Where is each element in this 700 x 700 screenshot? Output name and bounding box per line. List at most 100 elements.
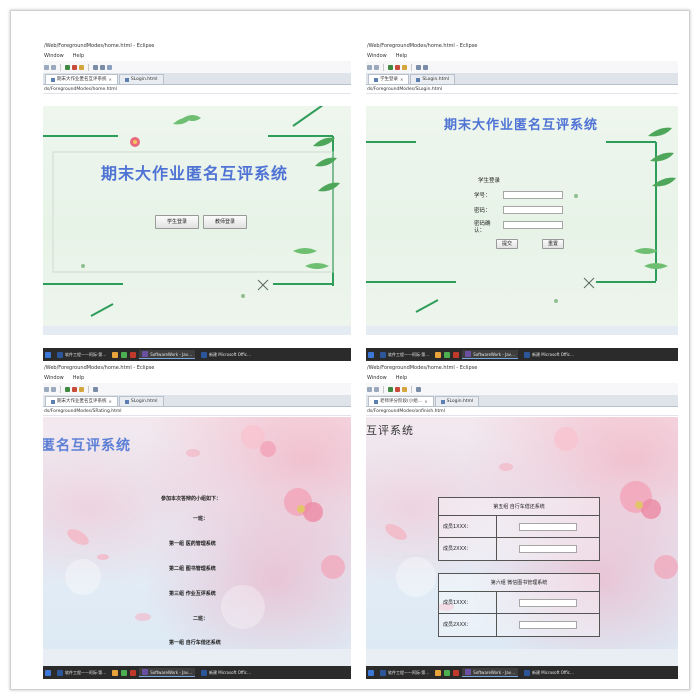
tab-label: 期末大作业匿名互评系统: [57, 76, 107, 82]
tab-teacher-scoring[interactable]: 老师评分阶段(小组…✕: [368, 396, 434, 406]
menu-window[interactable]: Window: [367, 375, 387, 381]
taskbar-item-eclipse[interactable]: SoftwareWork - Jav…: [462, 350, 519, 359]
score-input[interactable]: [519, 545, 577, 553]
close-icon[interactable]: ✕: [424, 398, 428, 404]
password-input[interactable]: [503, 206, 563, 214]
taskbar-item-word[interactable]: 软件工程——阿际·第…: [54, 350, 109, 359]
group-item[interactable]: 第三组 作业互评系统: [169, 591, 216, 597]
search-icon[interactable]: [93, 386, 98, 392]
windows-start-icon[interactable]: [368, 351, 374, 358]
taskbar-item-eclipse[interactable]: SoftwareWork - Jav…: [139, 350, 196, 359]
page-icon: [440, 399, 445, 404]
debug-icon[interactable]: [395, 64, 400, 70]
close-icon[interactable]: ✕: [400, 76, 404, 82]
run-icon[interactable]: [65, 64, 70, 70]
taskbar-item-office[interactable]: 新建 Microsoft Offic…: [521, 350, 577, 359]
debug-icon[interactable]: [72, 386, 77, 392]
group-item[interactable]: 第一组 医药管理系统: [169, 541, 216, 547]
folder-icon[interactable]: [79, 386, 84, 392]
tab-slogin[interactable]: SLogin.html: [118, 396, 164, 406]
close-icon[interactable]: ✕: [108, 398, 112, 404]
menu-help[interactable]: Help: [72, 53, 85, 59]
back-icon[interactable]: [44, 64, 49, 70]
window-title: /Web/ForegroundModes/home.html - Eclipse: [44, 365, 155, 371]
run-icon[interactable]: [388, 386, 393, 392]
search-icon[interactable]: [416, 64, 421, 70]
explorer-icon[interactable]: [112, 351, 119, 358]
taskbar-item-office[interactable]: 新建 Microsoft Offic…: [198, 668, 254, 677]
explorer-icon[interactable]: [435, 669, 442, 676]
search-icon[interactable]: [416, 386, 421, 392]
tab-slogin[interactable]: SLogin.html: [118, 74, 164, 84]
menu-help[interactable]: Help: [395, 375, 408, 381]
chrome-icon[interactable]: [444, 351, 451, 358]
forward-icon[interactable]: [51, 386, 56, 392]
teacher-login-button[interactable]: 教师登录: [203, 215, 247, 229]
back-icon[interactable]: [367, 64, 372, 70]
group-item[interactable]: 第二组 图书管理系统: [169, 566, 216, 572]
taskbar-item-word[interactable]: 软件工程——阿际·第…: [54, 668, 109, 677]
address-bar[interactable]: ds/ForegroundModes/onfinish.html: [366, 407, 678, 416]
reset-button[interactable]: 重置: [542, 239, 564, 249]
forward-icon[interactable]: [51, 64, 56, 70]
settings-icon[interactable]: [423, 64, 428, 70]
debug-icon[interactable]: [72, 64, 77, 70]
tab-label: 期末大作业匿名互评系统: [57, 398, 107, 404]
tab-slogin[interactable]: SLogin.html: [434, 396, 480, 406]
password-confirm-input[interactable]: [503, 221, 563, 229]
menu-window[interactable]: Window: [44, 53, 64, 59]
score-input[interactable]: [519, 523, 577, 531]
menu-window[interactable]: Window: [367, 53, 387, 59]
taskbar-item-office[interactable]: 新建 Microsoft Offic…: [521, 668, 577, 677]
run-icon[interactable]: [65, 386, 70, 392]
back-icon[interactable]: [44, 386, 49, 392]
tab-label: SLogin.html: [130, 398, 158, 404]
group-item[interactable]: 第一组 自行车借还系统: [169, 640, 221, 646]
chrome-icon[interactable]: [444, 669, 451, 676]
tool-icon[interactable]: [107, 64, 112, 70]
taskbar-item-word[interactable]: 软件工程——阿际·第…: [377, 350, 432, 359]
tab-slogin[interactable]: SLogin.html: [410, 74, 456, 84]
app-icon[interactable]: [453, 351, 460, 358]
windows-start-icon[interactable]: [368, 669, 374, 676]
explorer-icon[interactable]: [112, 669, 119, 676]
tab-home[interactable]: 期末大作业匿名互评系统✕: [45, 396, 118, 406]
back-icon[interactable]: [367, 386, 372, 392]
taskbar-item-office[interactable]: 新建 Microsoft Offic…: [198, 350, 254, 359]
menu-help[interactable]: Help: [395, 53, 408, 59]
tab-student-login[interactable]: 学生登录✕: [368, 74, 410, 84]
score-input[interactable]: [519, 621, 577, 629]
search-icon[interactable]: [93, 64, 98, 70]
address-bar[interactable]: ds/ForegroundModes/home.html: [43, 85, 351, 94]
tab-home[interactable]: 期末大作业匿名互评系统✕: [45, 74, 118, 84]
word-icon: [380, 669, 386, 676]
menu-help[interactable]: Help: [72, 375, 85, 381]
student-login-button[interactable]: 学生登录: [155, 215, 199, 229]
forward-icon[interactable]: [374, 386, 379, 392]
submit-button[interactable]: 提交: [496, 239, 518, 249]
folder-icon[interactable]: [402, 64, 407, 70]
debug-icon[interactable]: [395, 386, 400, 392]
taskbar-item-word[interactable]: 软件工程——阿际·第…: [377, 668, 432, 677]
taskbar-item-eclipse[interactable]: SoftwareWork - Jav…: [462, 668, 519, 677]
menu-window[interactable]: Window: [44, 375, 64, 381]
close-icon[interactable]: ✕: [108, 76, 112, 82]
run-icon[interactable]: [388, 64, 393, 70]
windows-start-icon[interactable]: [45, 669, 51, 676]
score-input[interactable]: [519, 599, 577, 607]
folder-icon[interactable]: [402, 386, 407, 392]
chrome-icon[interactable]: [121, 351, 128, 358]
app-icon[interactable]: [130, 669, 137, 676]
explorer-icon[interactable]: [435, 351, 442, 358]
address-bar[interactable]: ds/ForegroundModes/SRating.html: [43, 407, 351, 416]
chrome-icon[interactable]: [121, 669, 128, 676]
folder-icon[interactable]: [79, 64, 84, 70]
address-bar[interactable]: ds/ForegroundModes/SLogin.html: [366, 85, 678, 94]
taskbar-item-eclipse[interactable]: SoftwareWork - Jav…: [139, 668, 196, 677]
app-icon[interactable]: [453, 669, 460, 676]
forward-icon[interactable]: [374, 64, 379, 70]
student-id-input[interactable]: [503, 191, 563, 199]
settings-icon[interactable]: [100, 64, 105, 70]
windows-start-icon[interactable]: [45, 351, 51, 358]
app-icon[interactable]: [130, 351, 137, 358]
